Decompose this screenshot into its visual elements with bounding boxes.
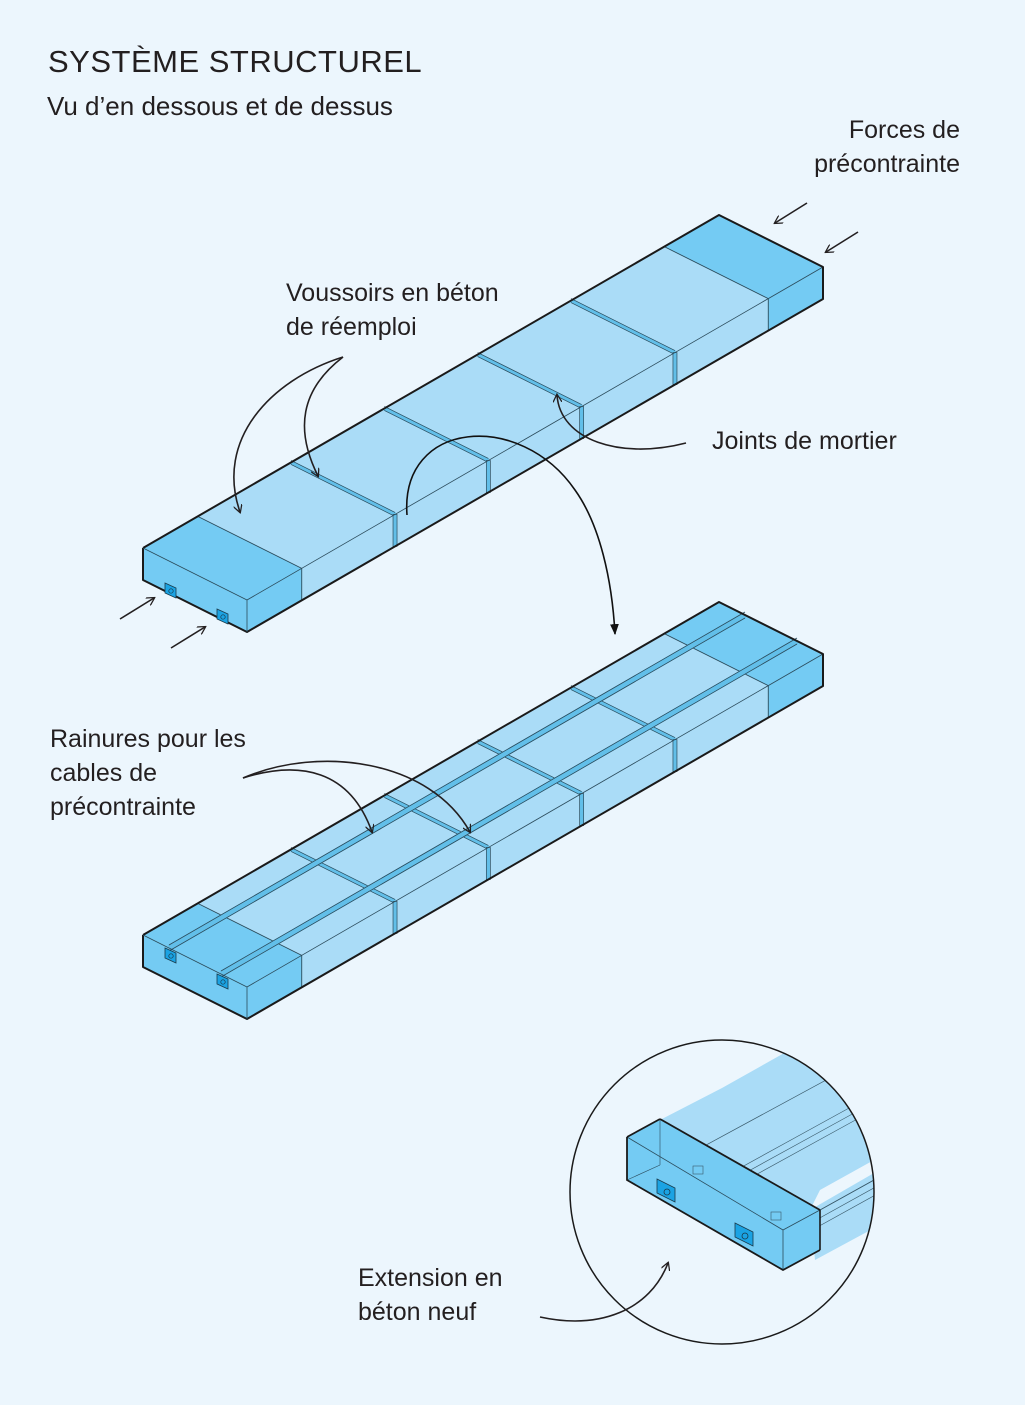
cable-groove-edge (220, 643, 798, 978)
mortar-joint (570, 298, 676, 355)
mortar-joint-edge (384, 797, 489, 850)
beam-edge (142, 934, 248, 988)
mortar-joint-side (579, 793, 585, 826)
mortar-joint-side (392, 514, 398, 547)
mortar-joint-edge (290, 847, 396, 900)
mortar-joint (476, 739, 583, 796)
anchor-hole-icon (220, 614, 226, 620)
mortar-joint-side (485, 847, 491, 880)
mortar-joint-side (672, 352, 678, 385)
beam-edge (142, 547, 248, 601)
mortar-joint-edge (570, 302, 676, 355)
page-subtitle: Vu d’en dessous et de dessus (47, 91, 393, 121)
extension-end-face (143, 516, 302, 600)
beam-top-face (143, 215, 823, 600)
beam-underside-view (142, 214, 824, 633)
mortar-joint-edge (384, 793, 489, 846)
label-reused-segments: Voussoirs en béton de réemploi (286, 279, 499, 341)
curved-arrow-icon (539, 1263, 668, 1322)
mortar-joint (290, 460, 396, 517)
mortar-joint-edge (570, 689, 676, 742)
mortar-joint-edge (384, 406, 489, 459)
anchor-plate-icon (164, 582, 177, 599)
cable-groove-edge (168, 617, 746, 952)
mortar-joint (290, 847, 396, 904)
annotation-arrows (119, 202, 859, 1322)
beam-grooved-view (142, 601, 824, 1020)
anchor-hole-icon (220, 979, 226, 985)
mortar-joint-edge (477, 743, 582, 796)
detail-circle (569, 1039, 875, 1345)
mortar-joint-edge (477, 352, 582, 405)
extension-end-face (143, 903, 302, 987)
anchor-hole-icon (168, 953, 174, 959)
extension-seam (197, 902, 302, 956)
detail-closeup (569, 1039, 875, 1345)
curved-arrow-icon (233, 356, 344, 512)
extension-side-face (247, 955, 302, 1019)
anchor-plate-icon (734, 1222, 754, 1247)
extension-seam (197, 515, 302, 569)
cable-groove-edge (168, 611, 746, 946)
anchor-plate-icon (216, 608, 229, 625)
mortar-joint-side (392, 901, 398, 934)
force-arrow-icon (119, 598, 154, 620)
label-mortar-joints: Joints de mortier (712, 427, 897, 455)
beam-outline (142, 214, 824, 633)
force-arrow-icon (826, 231, 859, 252)
cable-groove-edge (220, 637, 798, 972)
mortar-joint-edge (384, 410, 489, 463)
curved-arrow-icon (303, 356, 344, 476)
mortar-joint-edge (570, 298, 676, 351)
anchor-plate-icon (216, 973, 229, 990)
mortar-joint-edge (290, 464, 396, 517)
label-prestress-forces: Forces de précontrainte (814, 116, 960, 178)
extension-seam (664, 633, 769, 687)
mortar-joint (476, 352, 583, 409)
mortar-joint-edge (477, 356, 582, 409)
curved-arrow-icon (242, 760, 470, 832)
anchor-plate-icon (164, 947, 177, 964)
cable-groove (219, 638, 799, 977)
mortar-joint-edge (290, 851, 396, 904)
mortar-joint (383, 793, 490, 850)
force-arrow-icon (170, 627, 205, 649)
force-arrow-icon (775, 202, 808, 223)
beam-edge (246, 266, 824, 601)
mortar-joint-edge (570, 685, 676, 738)
beam-outline (142, 601, 824, 1020)
anchor-plate-icon (656, 1178, 676, 1203)
beam-side-face (247, 267, 823, 632)
page-title: SYSTÈME STRUCTUREL (48, 44, 423, 79)
mortar-joint-side (672, 739, 678, 772)
curved-arrow-icon (557, 395, 687, 450)
mortar-joint-edge (477, 739, 582, 792)
cable-groove (167, 612, 747, 951)
beam-side-face (247, 654, 823, 1019)
beam-top-face (143, 602, 823, 987)
flip-arrow-icon (406, 435, 619, 636)
anchor-hole-icon (168, 588, 174, 594)
label-new-concrete-extension: Extension en béton neuf (358, 1264, 503, 1326)
beam-end-face (719, 602, 823, 686)
beam-end-face (719, 215, 823, 299)
beam-edge (246, 653, 824, 988)
mortar-joint-edge (290, 460, 396, 513)
extension-side-face (247, 568, 302, 632)
curved-arrow-icon (242, 769, 372, 832)
label-cable-grooves: Rainures pour les cables de précontraint… (50, 725, 246, 821)
mortar-joint-side (485, 460, 491, 493)
extension-seam (664, 246, 769, 300)
mortar-joint (570, 685, 676, 742)
mortar-joint (383, 406, 490, 463)
